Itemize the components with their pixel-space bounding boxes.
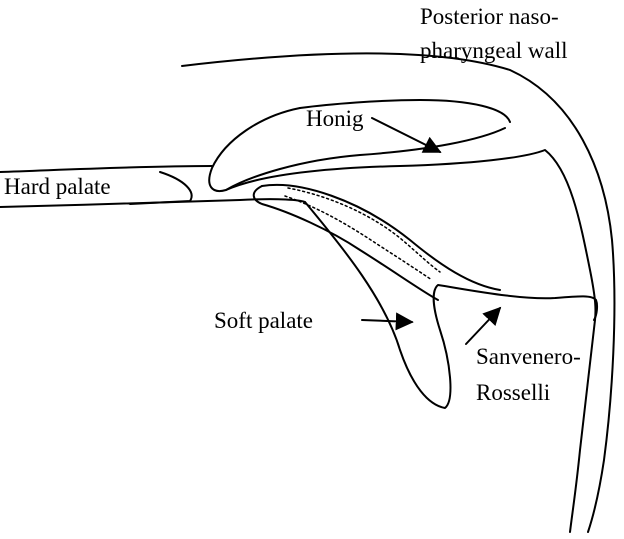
label-sanvenero-line2: Rosselli	[476, 378, 550, 408]
sanvenero-flap-lower	[254, 186, 438, 300]
label-sanvenero-line1: Sanvenero-	[476, 342, 581, 372]
soft-palate-arrow	[362, 320, 412, 322]
dotted-line-lower	[285, 196, 432, 280]
honig-flap-lower	[226, 150, 595, 320]
label-honig: Honig	[306, 104, 364, 134]
label-hard-palate: Hard palate	[4, 172, 111, 202]
soft-palate-outline	[305, 202, 597, 408]
sanvenero-arrow	[466, 308, 500, 344]
label-posterior-wall-line1: Posterior naso-	[420, 2, 559, 32]
honig-arrow	[372, 118, 440, 152]
label-soft-palate: Soft palate	[214, 306, 313, 336]
hard-palate-tip	[130, 172, 192, 204]
dotted-line	[288, 188, 440, 272]
label-posterior-wall-line2: pharyngeal wall	[420, 36, 568, 66]
posterior-wall-outer	[182, 53, 614, 532]
